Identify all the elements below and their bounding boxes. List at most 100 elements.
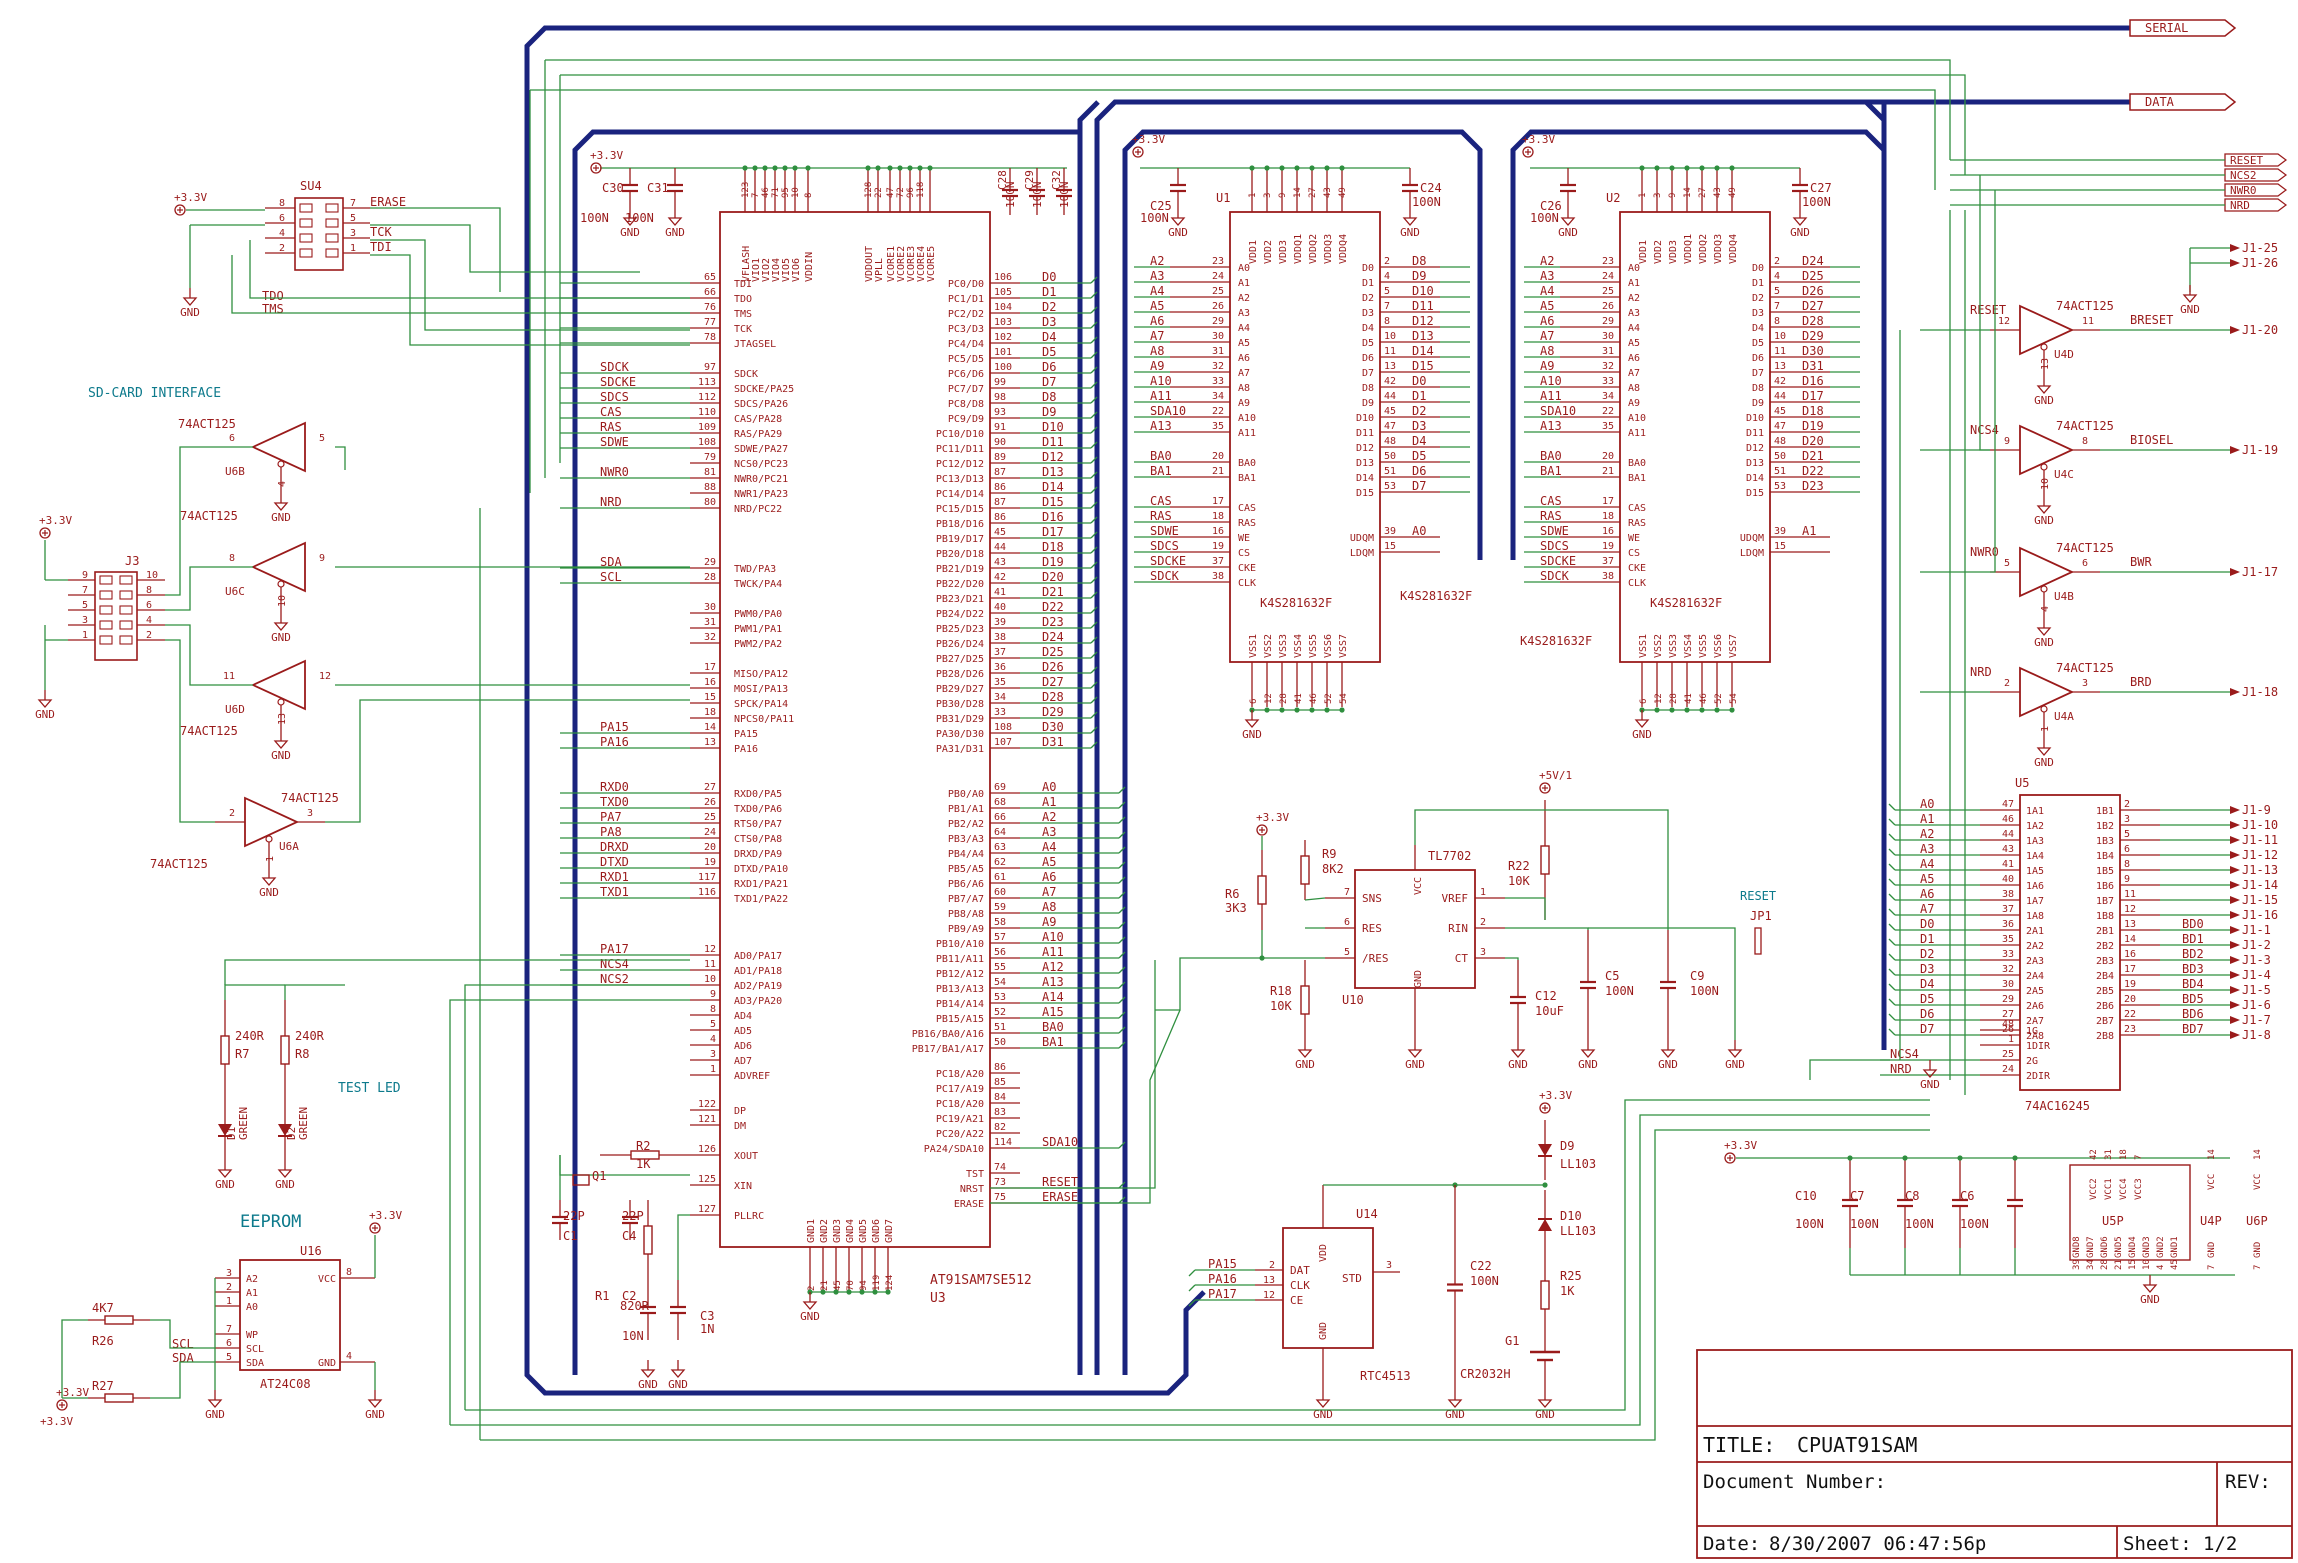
diode-icon	[278, 1124, 292, 1136]
label: 2A4	[2026, 971, 2044, 982]
wire	[990, 1009, 1181, 1204]
connector-pin-icon	[2230, 1016, 2240, 1024]
label: RAS	[1628, 518, 1646, 529]
net-label: D24	[1042, 630, 1064, 644]
cpu-pin-number: 93	[994, 407, 1006, 418]
label: 1	[1248, 193, 1258, 198]
label: VCC	[2207, 1174, 2217, 1190]
cpu-pin-number: 73	[994, 1177, 1006, 1188]
cpu-pin-number: 11	[704, 959, 716, 970]
net-label: A2	[1042, 810, 1056, 824]
net-label: D20	[1042, 570, 1064, 584]
cpu-pin-number: 78	[704, 332, 716, 343]
label: 54	[1729, 693, 1739, 704]
cpu-pin-name: TXD1/PA22	[734, 894, 788, 905]
cpu-pin-name: SPCK/PA14	[734, 699, 788, 710]
label: A5	[1628, 338, 1640, 349]
pllrc-resistor	[643, 1225, 653, 1255]
label: 2B8	[2096, 1031, 2114, 1042]
buffer-triangle	[2019, 666, 2075, 718]
label: 5	[1344, 947, 1350, 958]
label: C1	[563, 1229, 577, 1243]
label: Q1	[592, 1169, 606, 1183]
gnd-label: GND	[35, 708, 55, 721]
ground-icon	[1402, 217, 1418, 226]
label: 11	[2082, 316, 2094, 327]
label: 1B6	[2096, 881, 2114, 892]
crystal-icon	[572, 1174, 590, 1186]
connector-label: J1-15	[2242, 893, 2278, 907]
label: U6D	[225, 703, 245, 716]
label: 12	[1998, 316, 2010, 327]
power-label: +3.3V	[1256, 811, 1289, 824]
cpu-pin-name: GND7	[884, 1219, 895, 1243]
label: D6	[1752, 353, 1764, 364]
cpu-pin-name: VFLASH	[741, 246, 752, 282]
cpu-pin-number: 95	[781, 187, 791, 198]
net-label: BD1	[2182, 932, 2204, 946]
net-label: ERASE	[1042, 1190, 1078, 1204]
cap-value: 100N	[580, 211, 609, 225]
net-label: SDWE	[1150, 524, 1179, 538]
bus-entry	[1888, 953, 1896, 961]
cpu-pin-number: 64	[994, 827, 1006, 838]
junction	[1902, 1155, 1908, 1161]
label: VDDQ1	[1683, 234, 1694, 264]
cpu-pin-name: VIO4	[771, 258, 782, 282]
net-label: A7	[1150, 329, 1164, 343]
ground-icon	[273, 622, 289, 631]
label: 3	[2082, 678, 2088, 689]
label: 11	[2124, 889, 2136, 900]
net-label: A7	[1042, 885, 1056, 899]
bus-entry	[1090, 576, 1098, 584]
label: 37	[2002, 904, 2014, 915]
connector-label: J1-19	[2242, 443, 2278, 457]
sdram-name: K4S281632F	[1650, 596, 1722, 610]
data-bus-port	[2129, 93, 2237, 111]
cpu-pin-name: GND4	[845, 1219, 856, 1243]
label: 1	[265, 856, 276, 862]
cpu-pin-name: PWM1/PA1	[734, 624, 782, 635]
net-label: SDWE	[1540, 524, 1569, 538]
net-label: A3	[1540, 269, 1554, 283]
label: 10	[2142, 1259, 2152, 1270]
label: 12	[1263, 1290, 1275, 1301]
label: 74AC16245	[2025, 1099, 2090, 1113]
ground-icon	[2036, 627, 2052, 636]
label: 2	[1269, 1260, 1275, 1271]
header-pad	[299, 248, 313, 258]
cpu-pin-number: 56	[994, 947, 1006, 958]
label: U4B	[2054, 590, 2074, 603]
label: 3	[226, 1268, 232, 1279]
bus-entry	[1118, 786, 1126, 794]
label: 36	[2002, 919, 2014, 930]
connector-pin-icon	[2230, 836, 2240, 844]
bus-entry	[1118, 1026, 1126, 1034]
label: CLK	[1628, 578, 1646, 589]
label: 100N	[1690, 984, 1719, 998]
power-icon	[1539, 1102, 1551, 1114]
label: 15	[1384, 541, 1396, 552]
junction	[742, 165, 748, 171]
net-label: D7	[1920, 1022, 1934, 1036]
cpu-pin-name: AD2/PA19	[734, 981, 782, 992]
cpu-pin-number: 55	[994, 962, 1006, 973]
bus-line	[524, 25, 2130, 1396]
label: 2	[146, 630, 152, 641]
cpu-pin-number: 83	[994, 1107, 1006, 1118]
label: 33	[2002, 949, 2014, 960]
label: 27	[1308, 187, 1318, 198]
label: STD	[1342, 1272, 1362, 1285]
connector-label: J1-14	[2242, 878, 2278, 892]
label: C24	[1420, 181, 1442, 195]
net-label: A13	[1042, 975, 1064, 989]
label: WE	[1238, 533, 1250, 544]
label: A9	[1238, 398, 1250, 409]
cpu-pin-number: 88	[704, 482, 716, 493]
cpu-pin-number: 24	[704, 827, 716, 838]
net-label: A6	[1920, 887, 1934, 901]
wire	[559, 1155, 690, 1176]
bus-entry	[1090, 471, 1098, 479]
net-label: ERASE	[370, 195, 406, 209]
